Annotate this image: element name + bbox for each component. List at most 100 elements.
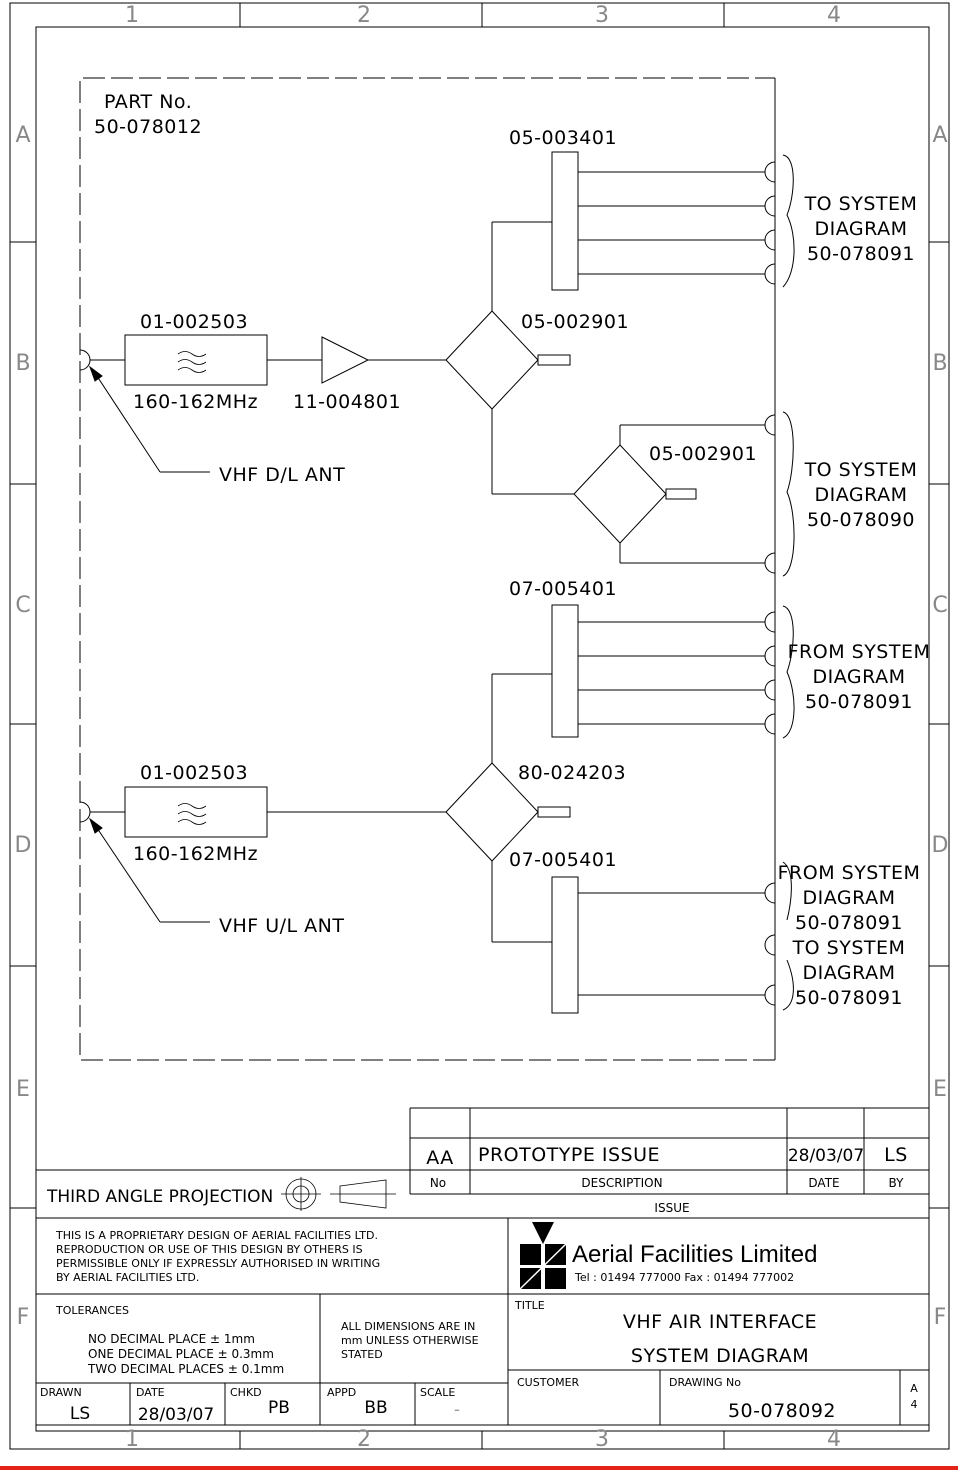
header-no: No	[430, 1176, 446, 1190]
header-issue: ISSUE	[654, 1201, 689, 1215]
scale-label: SCALE	[420, 1386, 455, 1399]
sheet-no: 4	[911, 1398, 918, 1411]
ul-from-system-2-line-3: 50-078091	[795, 912, 903, 934]
part-number-label: PART No. 50-078012	[94, 91, 202, 138]
grid-col-1-top: 1	[125, 3, 139, 28]
issue-date: 28/03/07	[788, 1146, 864, 1166]
drawn-by: LS	[70, 1404, 90, 1424]
ul-filter-code: 01-002503	[140, 762, 248, 784]
ul-filter-box	[124, 786, 268, 838]
brace-dl-2	[782, 411, 795, 577]
drawn-label: DRAWN	[40, 1386, 82, 1399]
dl-filter-code: 01-002503	[140, 311, 248, 333]
tolerance-line-3: TWO DECIMAL PLACES ± 0.1mm	[87, 1362, 284, 1376]
dl-to-system-2-line-3: 50-078090	[807, 509, 915, 531]
title-line-2: SYSTEM DIAGRAM	[631, 1345, 809, 1367]
ul-input-block-2	[551, 876, 579, 1014]
dl-to-system-1-line-3: 50-078091	[807, 243, 915, 265]
part-number: 50-078012	[94, 116, 202, 138]
grid-row-f-left: F	[17, 1305, 30, 1330]
drawing-no-label: DRAWING No	[669, 1376, 741, 1389]
ul-combiner-load	[537, 806, 571, 818]
dimensions-note-line-3: STATED	[341, 1348, 383, 1361]
ul-filter-freq: 160-162MHz	[133, 843, 258, 865]
dl-to-system-2-line-1: TO SYSTEM	[804, 459, 918, 481]
dl-filter-symbol	[177, 351, 207, 373]
company-contact: Tel : 01494 777000 Fax : 01494 777002	[574, 1271, 794, 1284]
brace-ul-2	[782, 861, 792, 921]
brace-ul-1	[782, 605, 795, 739]
ul-from-system-1-line-3: 50-078091	[805, 691, 913, 713]
sheet-size: A	[910, 1382, 918, 1395]
tolerance-line-2: ONE DECIMAL PLACE ± 0.3mm	[88, 1347, 274, 1361]
external-connectors	[764, 154, 795, 1011]
grid-labels: 1 2 3 4 1 2 3 4 A B C D E F A B C D E F	[15, 3, 949, 1452]
dl-antenna-connector	[79, 349, 91, 371]
dl-filter-freq: 160-162MHz	[133, 391, 258, 413]
ul-from-system-1-line-1: FROM SYSTEM	[788, 641, 931, 663]
projection-label: THIRD ANGLE PROJECTION	[46, 1187, 273, 1207]
chkd-label: CHKD	[230, 1386, 262, 1399]
grid-row-a-right: A	[932, 123, 947, 148]
header-by: BY	[889, 1176, 905, 1190]
dl-output-block	[551, 151, 579, 291]
dl-splitter-main-code: 05-002901	[521, 311, 629, 333]
ul-to-system-3-line-3: 50-078091	[795, 987, 903, 1009]
ul-combiner-code: 80-024203	[518, 762, 626, 784]
dl-to-system-2-line-2: DIAGRAM	[815, 484, 908, 506]
proprietary-line-4: BY AERIAL FACILITIES LTD.	[56, 1271, 199, 1284]
grid-row-b-left: B	[15, 351, 30, 376]
chkd-by: PB	[268, 1398, 290, 1418]
grid-row-d-left: D	[15, 833, 32, 858]
ul-from-system-2-line-1: FROM SYSTEM	[778, 862, 921, 884]
grid-row-d-right: D	[932, 833, 949, 858]
grid-row-c-left: C	[15, 593, 30, 618]
dl-amplifier-symbol	[321, 336, 370, 384]
issue-by: LS	[884, 1144, 908, 1166]
grid-col-4-bottom: 4	[827, 1427, 841, 1452]
tolerances-label: TOLERANCES	[55, 1304, 129, 1317]
header-date: DATE	[808, 1176, 839, 1190]
ul-to-system-3-line-1: TO SYSTEM	[792, 937, 906, 959]
ul-input-block-2-code: 07-005401	[509, 849, 617, 871]
title-line-1: VHF AIR INTERFACE	[623, 1311, 817, 1333]
ul-input-block-1	[551, 604, 579, 738]
tolerance-line-1: NO DECIMAL PLACE ± 1mm	[88, 1332, 255, 1346]
dimensions-note-line-1: ALL DIMENSIONS ARE IN	[341, 1320, 475, 1333]
ul-input-block-1-code: 07-005401	[509, 578, 617, 600]
ul-to-system-3-line-2: DIAGRAM	[803, 962, 896, 984]
brace-dl-1	[782, 154, 795, 288]
dl-to-system-1-line-1: TO SYSTEM	[804, 193, 918, 215]
dl-to-system-1-line-2: DIAGRAM	[815, 218, 908, 240]
proprietary-line-1: THIS IS A PROPRIETARY DESIGN OF AERIAL F…	[55, 1229, 378, 1242]
grid-row-c-right: C	[932, 593, 947, 618]
grid-col-2-top: 2	[357, 3, 371, 28]
brace-ul-3	[782, 959, 794, 1011]
grid-row-a-left: A	[15, 123, 30, 148]
date-label: DATE	[136, 1386, 165, 1399]
appd-label: APPD	[327, 1386, 356, 1399]
issue-code: AA	[426, 1147, 454, 1169]
projection-symbol	[281, 1177, 396, 1211]
dl-filter-box	[124, 334, 268, 386]
grid-col-1-bottom: 1	[125, 1427, 139, 1452]
dl-amp-code: 11-004801	[293, 391, 401, 413]
ul-filter-symbol	[177, 803, 207, 825]
scale-value: -	[454, 1400, 460, 1420]
ul-antenna-connector	[79, 801, 91, 823]
title-label: TITLE	[514, 1299, 545, 1312]
downlink-path	[79, 151, 765, 564]
company-name: Aerial Facilities Limited	[572, 1241, 817, 1268]
proprietary-line-3: PERMISSIBLE ONLY IF EXPRESSLY AUTHORISED…	[56, 1257, 380, 1270]
appd-by: BB	[364, 1398, 387, 1418]
grid-col-3-top: 3	[595, 3, 609, 28]
grid-row-b-right: B	[932, 351, 947, 376]
dl-splitter-main-load	[537, 354, 571, 366]
ul-from-system-1-line-2: DIAGRAM	[813, 666, 906, 688]
part-label: PART No.	[104, 91, 192, 113]
grid-row-e-left: E	[16, 1077, 30, 1102]
ul-from-system-2-line-2: DIAGRAM	[803, 887, 896, 909]
uplink-path	[79, 604, 765, 1014]
dl-output-block-code: 05-003401	[509, 127, 617, 149]
